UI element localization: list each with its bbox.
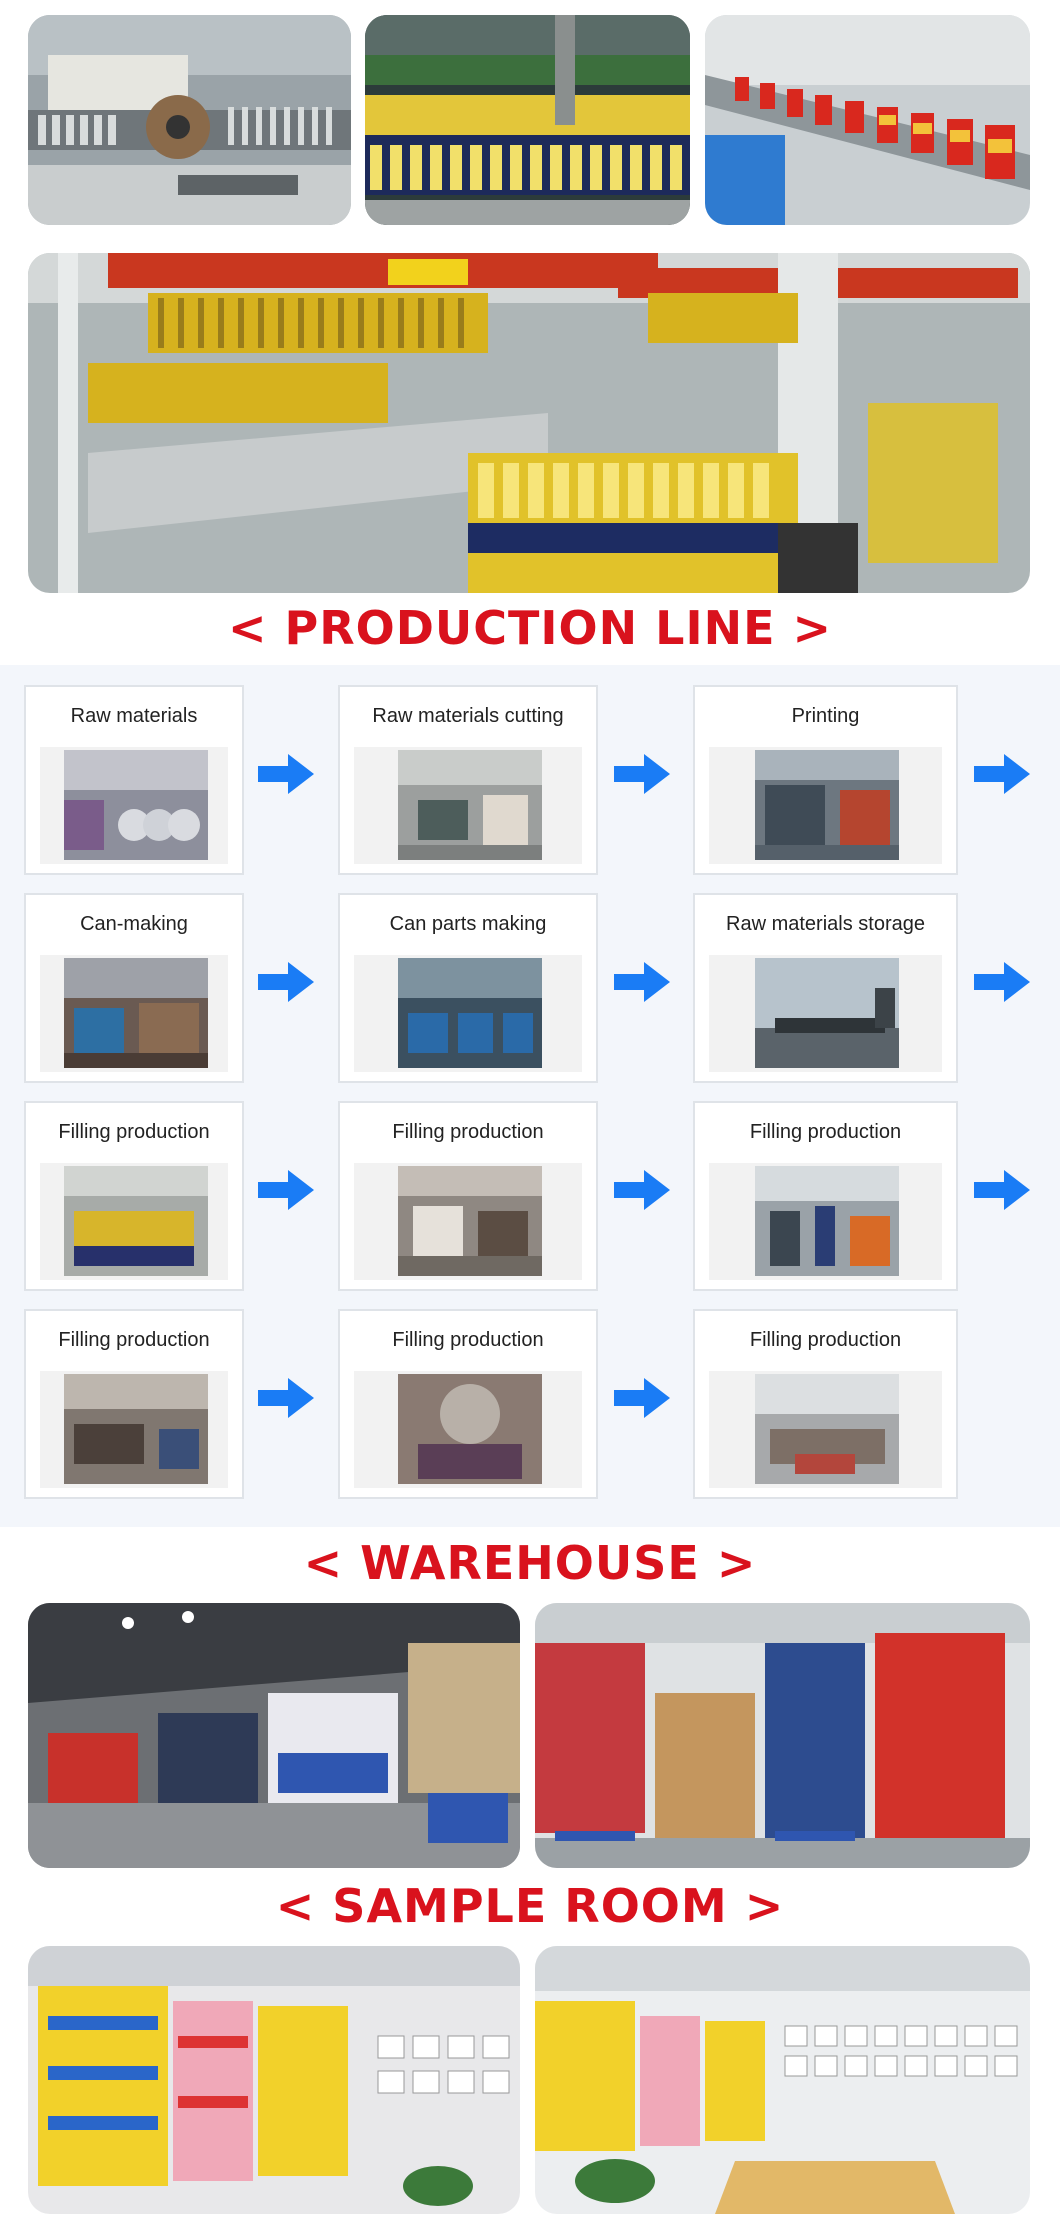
flow-step-image <box>398 1374 542 1484</box>
sample-room-photo-right <box>535 1946 1030 2214</box>
flow-step-printing: Printing <box>693 685 958 875</box>
sample-room-photo-left <box>28 1946 520 2214</box>
flow-step-label: Can parts making <box>389 913 547 935</box>
flow-step-image <box>64 1166 208 1276</box>
flow-step-label: Filling production <box>749 1121 902 1143</box>
arrow-right-icon <box>974 962 1030 1002</box>
flow-step-image <box>398 958 542 1068</box>
arrow-right-icon <box>614 1170 670 1210</box>
flow-step-image <box>755 1166 899 1276</box>
arrow-right-icon <box>258 754 314 794</box>
arrow-right-icon <box>974 754 1030 794</box>
flow-step-image <box>755 958 899 1068</box>
arrow-right-icon <box>614 962 670 1002</box>
red-cans-line-photo <box>705 15 1030 225</box>
flow-step-can-making: Can-making <box>24 893 244 1083</box>
arrow-right-icon <box>258 1378 314 1418</box>
flow-step-image <box>755 750 899 860</box>
flow-step-filling-production-2: Filling production <box>338 1101 598 1291</box>
flow-step-filling-production-5: Filling production <box>338 1309 598 1499</box>
flow-step-label: Filling production <box>749 1329 902 1351</box>
section-title-production-line: < PRODUCTION LINE > <box>227 601 833 655</box>
flow-step-filling-production-1: Filling production <box>24 1101 244 1291</box>
arrow-right-icon <box>258 1170 314 1210</box>
flow-step-raw-materials-storage: Raw materials storage <box>693 893 958 1083</box>
flow-step-filling-production-3: Filling production <box>693 1101 958 1291</box>
flow-step-label: Can-making <box>80 913 188 935</box>
flow-step-filling-production-6: Filling production <box>693 1309 958 1499</box>
flow-step-can-parts-making: Can parts making <box>338 893 598 1083</box>
section-title-sample-room: < SAMPLE ROOM > <box>275 1879 785 1933</box>
filling-line-photo <box>28 253 1030 593</box>
flow-step-image <box>64 958 208 1068</box>
arrow-right-icon <box>258 962 314 1002</box>
flow-step-label: Filling production <box>58 1121 210 1143</box>
flow-step-filling-production-4: Filling production <box>24 1309 244 1499</box>
cans-conveyor-photo <box>365 15 690 225</box>
section-title-warehouse: < WAREHOUSE > <box>303 1536 757 1590</box>
flow-step-raw-materials: Raw materials <box>24 685 244 875</box>
flow-step-label: Filling production <box>58 1329 210 1351</box>
arrow-right-icon <box>614 1378 670 1418</box>
machine-photo <box>28 15 351 225</box>
flow-step-image <box>755 1374 899 1484</box>
arrow-right-icon <box>614 754 670 794</box>
arrow-right-icon <box>974 1170 1030 1210</box>
flow-step-label: Raw materials <box>70 705 198 727</box>
warehouse-photo-left <box>28 1603 520 1868</box>
flow-step-image <box>398 1166 542 1276</box>
flow-step-label: Filling production <box>392 1121 544 1143</box>
flow-step-raw-materials-cutting: Raw materials cutting <box>338 685 598 875</box>
warehouse-photo-right <box>535 1603 1030 1868</box>
flow-step-label: Raw materials storage <box>726 913 925 935</box>
flow-step-label: Raw materials cutting <box>372 705 564 727</box>
flow-step-label: Filling production <box>392 1329 544 1351</box>
flow-step-label: Printing <box>791 705 860 727</box>
flow-step-image <box>398 750 542 860</box>
flow-step-image <box>64 1374 208 1484</box>
flow-step-image <box>64 750 208 860</box>
